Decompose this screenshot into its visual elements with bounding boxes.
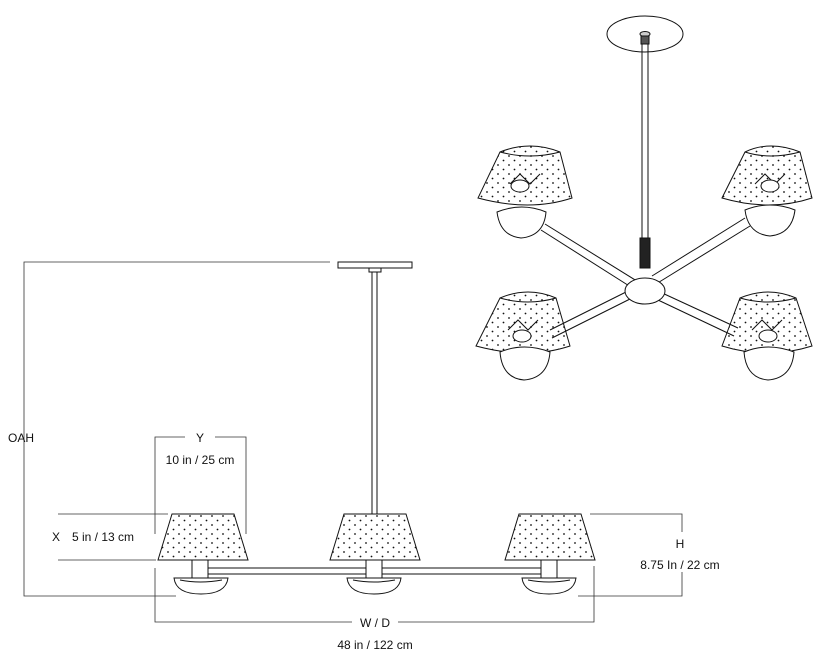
oah-dimension-line: [23, 261, 330, 597]
perspective-stem-collar: [640, 35, 650, 45]
canopy-mount: [368, 267, 382, 273]
perspective-shade-back-left: [477, 145, 573, 239]
oah-label: OAH: [8, 431, 34, 445]
h-value: 8.75 In / 22 cm: [640, 558, 719, 572]
perspective-shade-front-left: [475, 291, 571, 381]
y-dimension-right: [215, 436, 247, 534]
perspective-hub: [624, 277, 666, 305]
socket-left: [191, 559, 209, 579]
w-dimension-left: [154, 568, 352, 623]
arm-back-left: [544, 223, 641, 284]
shade-right: [504, 513, 596, 561]
arm-front-right: [659, 291, 739, 329]
perspective-view: [475, 15, 813, 381]
x-value: 5 in / 13 cm: [72, 530, 134, 544]
dimension-lines: [23, 261, 683, 623]
ceiling-canopy: [337, 261, 413, 269]
front-elevation: [157, 261, 596, 595]
w-label: W / D: [360, 616, 390, 630]
w-value: 48 in / 122 cm: [337, 638, 412, 652]
cup-center: [346, 577, 402, 595]
socket-right: [540, 559, 558, 579]
perspective-shade-back-right: [721, 145, 813, 237]
perspective-shade-front-right: [721, 291, 813, 381]
cup-left: [173, 577, 229, 595]
x-label: X: [52, 530, 60, 544]
h-dimension-line: [590, 513, 683, 532]
cup-right: [521, 577, 577, 595]
y-label: Y: [196, 431, 204, 445]
h-label: H: [676, 537, 685, 551]
h-dimension-line-lower: [578, 572, 683, 597]
socket-center: [365, 559, 383, 579]
perspective-stem-accent: [639, 237, 651, 269]
shade-center: [329, 513, 421, 561]
arm-back-right: [651, 217, 746, 277]
y-value: 10 in / 25 cm: [166, 453, 235, 467]
shade-left: [157, 513, 249, 561]
y-dimension-left: [154, 436, 185, 534]
w-dimension-right: [398, 566, 595, 623]
